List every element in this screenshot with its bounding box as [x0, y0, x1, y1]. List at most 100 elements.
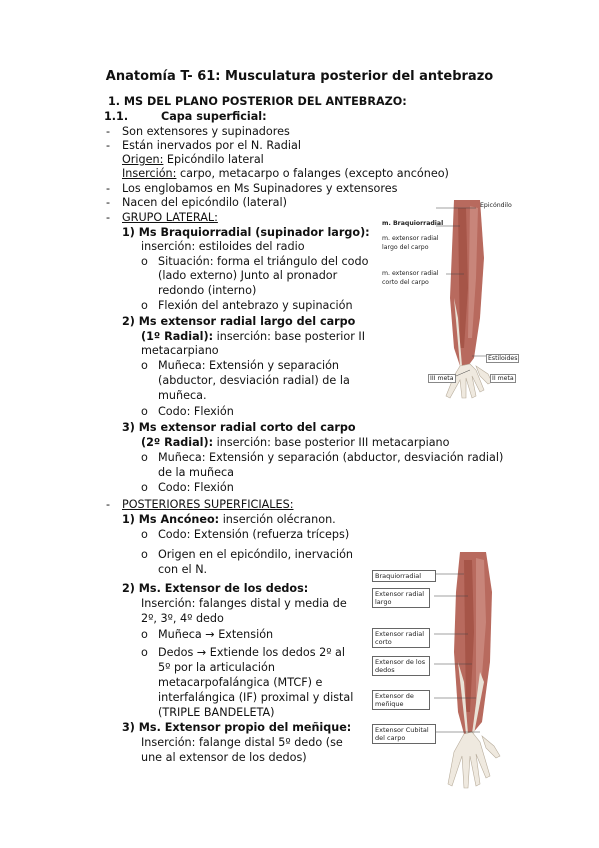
subsection-heading: Capa superficial: — [161, 110, 267, 123]
label-erl-2: largo del carpo — [382, 244, 429, 251]
bullet-item: Muñeca → Extensión — [158, 628, 274, 641]
tendon — [454, 298, 462, 366]
text-line: (2º Radial): inserción: base posterior I… — [141, 436, 450, 450]
label-insercion: Inserción: — [122, 167, 177, 180]
hand-bones — [447, 731, 491, 789]
list-item: Los englobamos en Ms Supinadores y exten… — [122, 182, 398, 195]
text-insercion: carpo, metacarpo o falanges (excepto anc… — [176, 167, 449, 180]
label-erc-2: corto del carpo — [382, 279, 429, 286]
dash-marker: - — [106, 196, 111, 209]
bullet-marker: o — [141, 548, 148, 561]
text-line: inserción: estiloides del radio — [141, 240, 305, 253]
bullet-marker: o — [141, 255, 148, 268]
group-heading-lateral: GRUPO LATERAL: — [122, 211, 218, 224]
bullet-item: Flexión del antebrazo y supinación — [158, 299, 353, 312]
label-ii-meta: II meta — [490, 374, 516, 383]
bullet-item: Codo: Flexión — [158, 481, 234, 494]
forearm-lateral-illustration: Epicóndilo m. Braquiorradial m. extensor… — [376, 198, 521, 410]
tendon — [472, 672, 484, 734]
text-line: metacarpiano — [141, 344, 219, 357]
label-origen: Origen: — [122, 153, 164, 166]
text-line: 2º, 3º, 4º dedo — [141, 612, 224, 625]
bullet-marker: o — [141, 299, 148, 312]
insertion-text: inserción: base posterior III metacarpia… — [213, 436, 450, 449]
muscle-name: 1) Ms Ancóneo: — [122, 513, 220, 526]
bullet-item: Origen en el epicóndilo, inervación — [158, 548, 354, 561]
muscle-alias: (1º Radial): — [141, 330, 214, 343]
dash-marker: - — [106, 139, 111, 152]
text-line: Inserción: falanges distal y media de — [141, 597, 347, 610]
muscle-fiber — [458, 208, 468, 348]
muscle-heading: 3) Ms extensor radial corto del carpo — [122, 421, 356, 434]
text-origen: Epicóndilo lateral — [163, 153, 264, 166]
bullet-marker: o — [141, 451, 148, 464]
bullet-marker: o — [141, 359, 148, 372]
thumb-bones — [481, 735, 501, 759]
label-ecu: Extensor Cubital del carpo — [372, 724, 436, 744]
label-epicondilo: Epicóndilo — [480, 202, 512, 209]
dash-marker: - — [106, 182, 111, 195]
label-ed: Extensor de los dedos — [372, 656, 430, 676]
muscle-fiber — [464, 560, 474, 712]
bullet-item: Codo: Flexión — [158, 405, 234, 418]
label-iii-meta: III meta — [428, 374, 456, 383]
bullet-marker: o — [141, 646, 148, 659]
forearm-posterior-drawing — [368, 552, 512, 800]
text-line: (TRIPLE BANDELETA) — [158, 706, 275, 719]
insertion-text: inserción: base posterior II — [213, 330, 366, 343]
muscle-heading: 2) Ms. Extensor de los dedos: — [122, 582, 309, 595]
thumb-bones — [475, 365, 493, 385]
label-braquiorradial: m. Braquiorradial — [382, 220, 444, 227]
bullet-marker: o — [141, 528, 148, 541]
label-estiloides: Estiloides — [486, 354, 520, 363]
list-item: Inserción: carpo, metacarpo o falanges (… — [122, 167, 449, 181]
muscle-alias: (2º Radial): — [141, 436, 214, 449]
label-em: Extensor de meñique — [372, 690, 430, 710]
text-line: con el N. — [158, 563, 208, 576]
dash-marker: - — [106, 498, 111, 511]
label-braquiorradial: Braquiorradial — [372, 570, 436, 582]
label-erl-1: m. extensor radial — [382, 235, 439, 242]
muscle-heading: 1) Ms Braquiorradial (supinador largo): — [122, 226, 370, 239]
list-item: Son extensores y supinadores — [122, 125, 290, 138]
dash-marker: - — [106, 211, 111, 224]
text-line: Inserción: falange distal 5º dedo (se — [141, 736, 343, 749]
muscle-heading: 1) Ms Ancóneo: inserción olécranon. — [122, 513, 336, 527]
text-line: de la muñeca — [158, 466, 235, 479]
text-line: interfalángica (IF) proximal y distal — [158, 691, 354, 704]
text-line: 5º por la articulación — [158, 661, 275, 674]
text-line: (lado externo) Junto al pronador — [158, 269, 338, 282]
bullet-marker: o — [141, 405, 148, 418]
hand-bones — [445, 363, 485, 399]
forearm-posterior-illustration: Braquiorradial Extensor radial largo Ext… — [368, 552, 512, 800]
muscle-fiber — [476, 558, 486, 702]
bullet-item: Muñeca: Extensión y separación (abductor… — [158, 451, 504, 464]
list-item: Origen: Epicóndilo lateral — [122, 153, 264, 167]
label-erc-1: m. extensor radial — [382, 270, 439, 277]
text-line: une al extensor de los dedos) — [141, 751, 307, 764]
text-line: redondo (interno) — [158, 284, 257, 297]
group-heading-posterior: POSTERIORES SUPERFICIALES: — [122, 498, 294, 511]
subsection-number: 1.1. — [104, 110, 129, 123]
bullet-item: Situación: forma el triángulo del codo — [158, 255, 369, 268]
section-heading: 1. MS DEL PLANO POSTERIOR DEL ANTEBRAZO: — [108, 95, 407, 108]
bullet-marker: o — [141, 481, 148, 494]
label-erc: Extensor radial corto — [372, 628, 430, 648]
bullet-item: Muñeca: Extensión y separación — [158, 359, 340, 372]
muscle-heading: 2) Ms extensor radial largo del carpo — [122, 315, 356, 328]
dash-marker: - — [106, 125, 111, 138]
label-erl: Extensor radial largo — [372, 588, 430, 608]
leader-line — [455, 369, 471, 377]
page-title: Anatomía T- 61: Musculatura posterior de… — [105, 69, 494, 84]
muscle-heading: 3) Ms. Extensor propio del meñique: — [122, 721, 352, 734]
insertion-text: inserción olécranon. — [219, 513, 336, 526]
text-line: (abductor, desviación radial) de la — [158, 374, 350, 387]
bullet-item: Dedos → Extiende los dedos 2º al — [158, 646, 346, 659]
bullet-item: Codo: Extensión (refuerza tríceps) — [158, 528, 350, 541]
text-line: (1º Radial): inserción: base posterior I… — [141, 330, 365, 344]
list-item: Nacen del epicóndilo (lateral) — [122, 196, 287, 209]
text-line: muñeca. — [158, 389, 207, 402]
list-item: Están inervados por el N. Radial — [122, 139, 301, 152]
muscle-fiber — [468, 206, 478, 338]
text-line: metacarpofalángica (MTCF) e — [158, 676, 323, 689]
